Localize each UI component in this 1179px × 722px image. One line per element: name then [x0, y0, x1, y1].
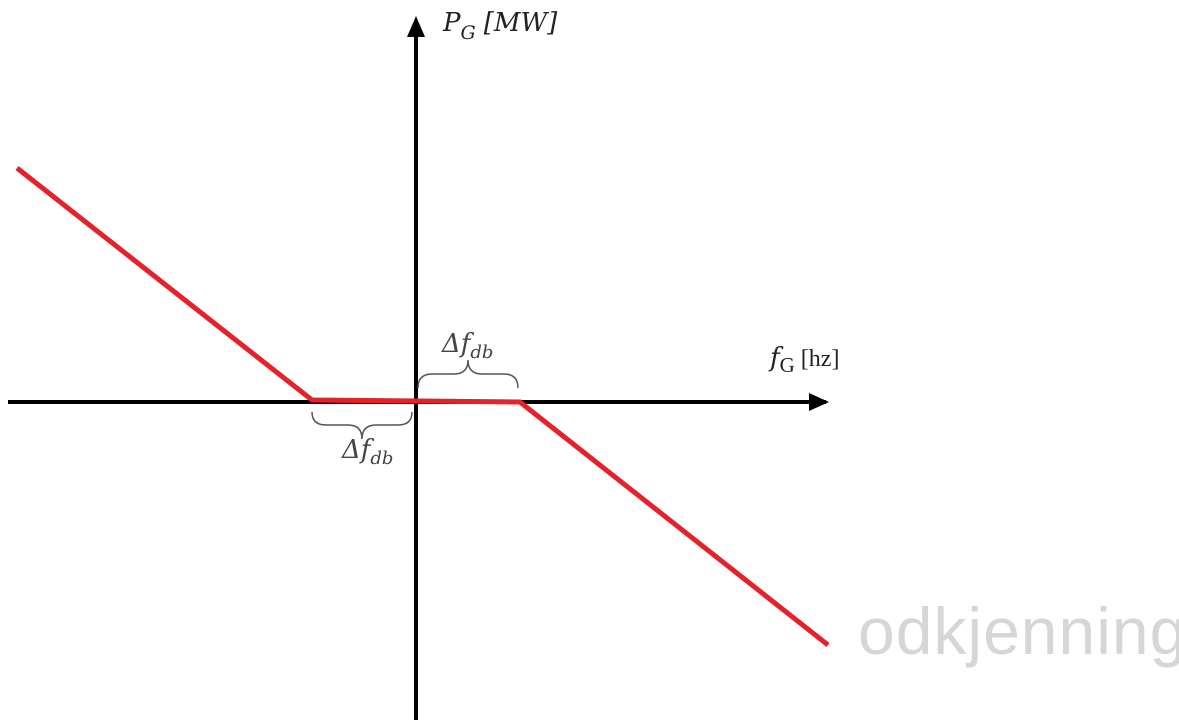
deadband-lower-subscript: db	[370, 448, 393, 469]
x-axis-label-subscript: G	[780, 353, 795, 377]
y-axis-arrowhead	[407, 16, 425, 37]
deadband-upper-subscript: db	[470, 342, 493, 363]
watermark-text: odkjenning	[858, 594, 1179, 668]
y-axis-label-unit: [MW]	[484, 8, 558, 38]
x-axis-arrowhead	[809, 393, 829, 411]
deadband-lower-label: Δfdb	[341, 435, 393, 469]
deadband-upper-symbol: Δf	[441, 329, 475, 359]
deadband-upper-brace	[417, 359, 519, 389]
deadband-upper-label: Δfdb	[441, 329, 493, 363]
y-axis-label: PG [MW]	[442, 8, 558, 44]
droop-curve	[15, 166, 830, 647]
y-axis-label-subscript: G	[461, 22, 476, 44]
x-axis-label: fG[hz]	[768, 343, 839, 377]
x-axis-label-unit: [hz]	[801, 346, 840, 372]
deadband-lower-symbol: Δf	[341, 435, 375, 465]
deadband-lower-brace	[311, 411, 413, 440]
y-axis-label-symbol: P	[442, 8, 461, 38]
